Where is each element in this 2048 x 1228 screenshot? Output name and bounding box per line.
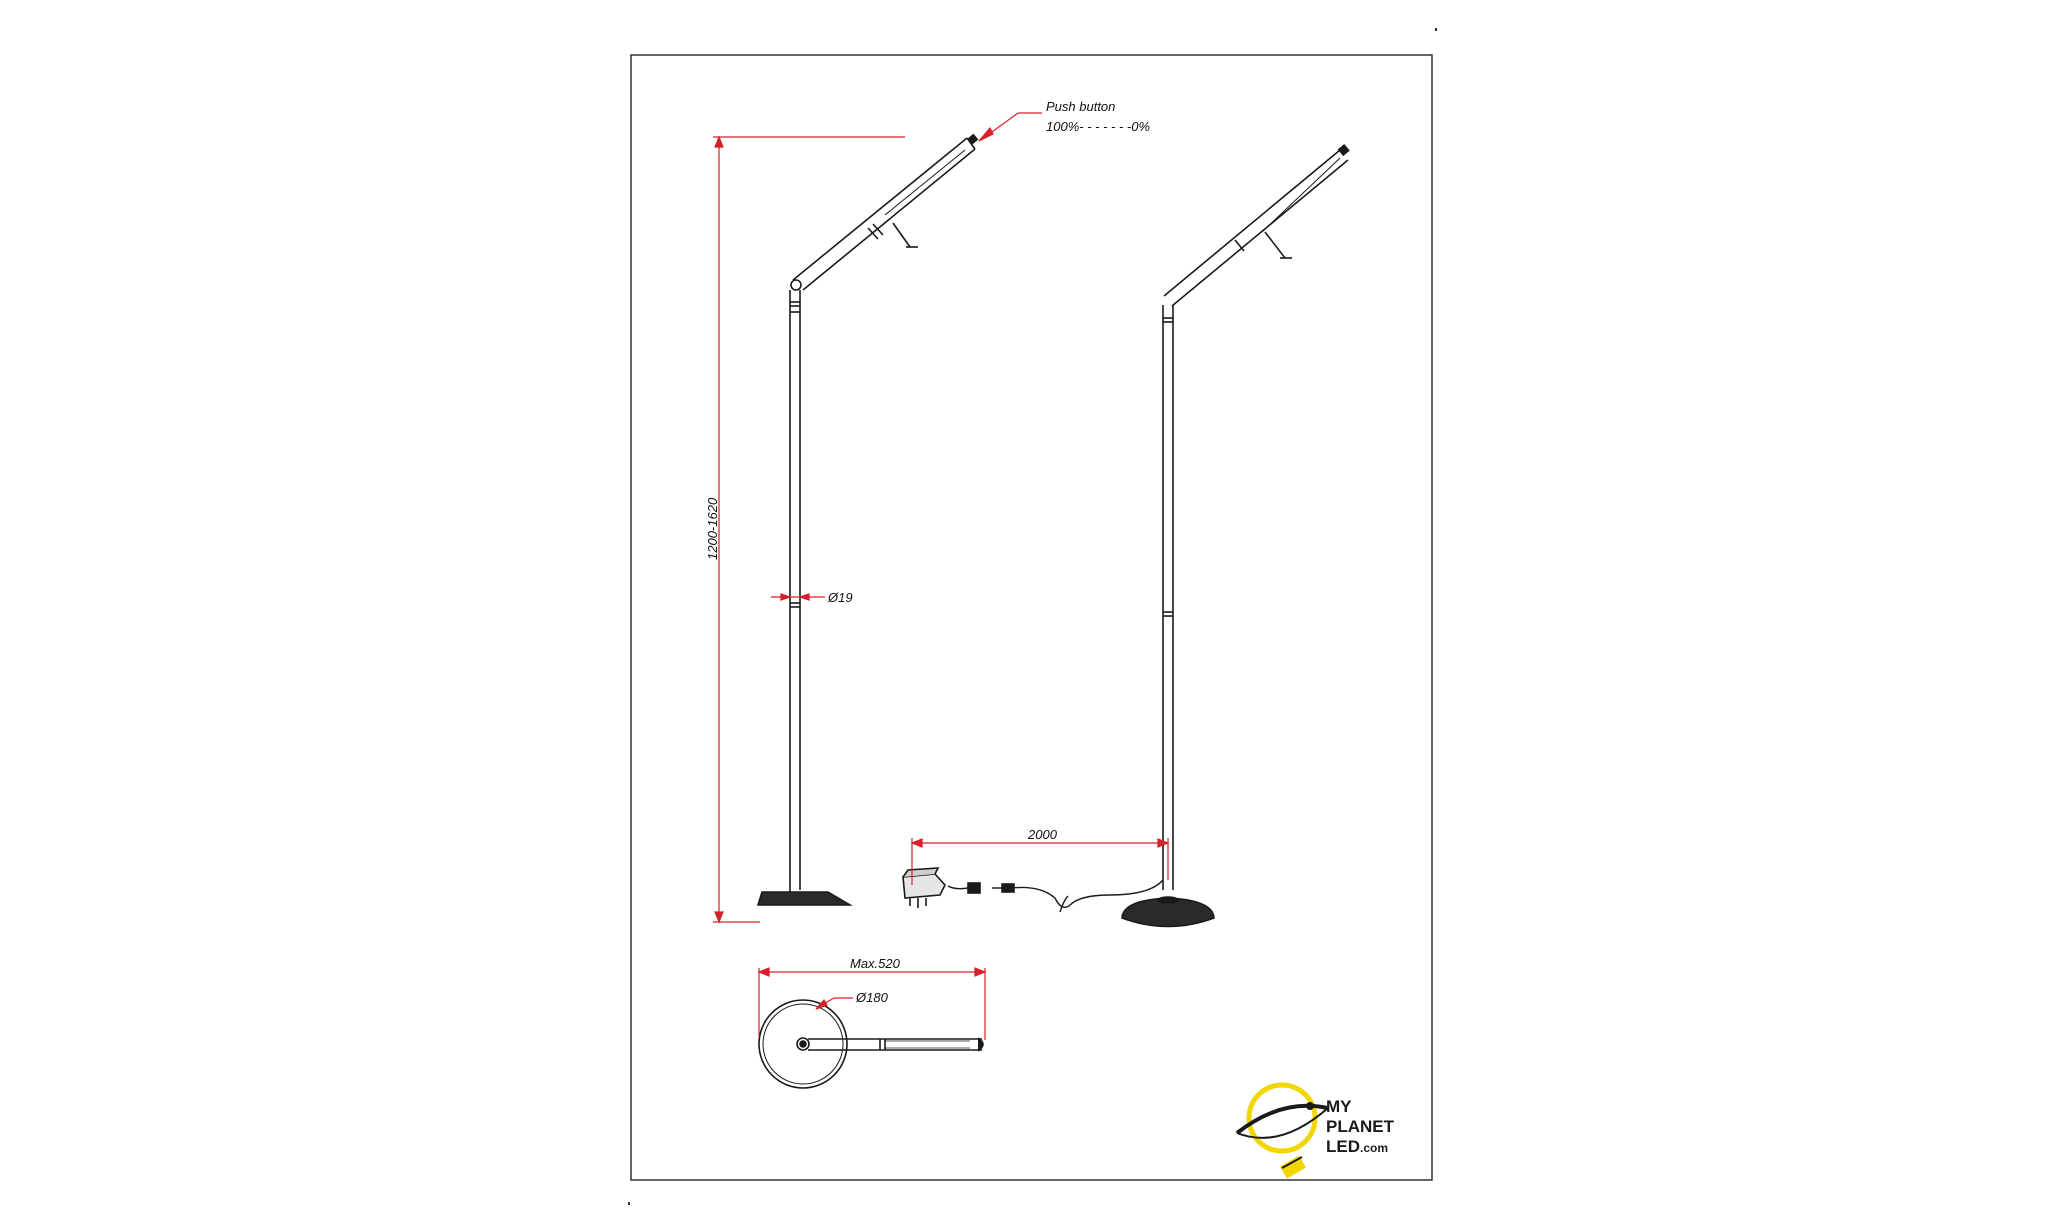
dimension-lines (713, 112, 1170, 1040)
myplanetled-logo: MY PLANET LED.com (1235, 1082, 1395, 1179)
cable-length-label: 2000 (1027, 827, 1058, 842)
base-diameter-label: Ø180 (855, 990, 889, 1005)
max-reach-label: Max.520 (850, 956, 901, 971)
height-range-label: 1200-1620 (705, 497, 720, 560)
logo-line-2: PLANET (1326, 1117, 1395, 1136)
drawing-frame (630, 54, 1433, 1181)
lamp-top-view (758, 999, 984, 1089)
dimmer-range-label: 100%- - - - - - -0% (1046, 119, 1150, 134)
logo-line-3: LED.com (1326, 1137, 1388, 1156)
lamp-front-view (756, 133, 979, 906)
lamp-side-view (902, 144, 1350, 928)
logo-line-1: MY (1326, 1097, 1352, 1116)
corner-mark (628, 1202, 630, 1205)
pole-diameter-label: Ø19 (827, 590, 853, 605)
planet-bulb-icon (1235, 1082, 1329, 1179)
push-button-label: Push button (1046, 99, 1115, 114)
corner-mark (1435, 28, 1437, 31)
